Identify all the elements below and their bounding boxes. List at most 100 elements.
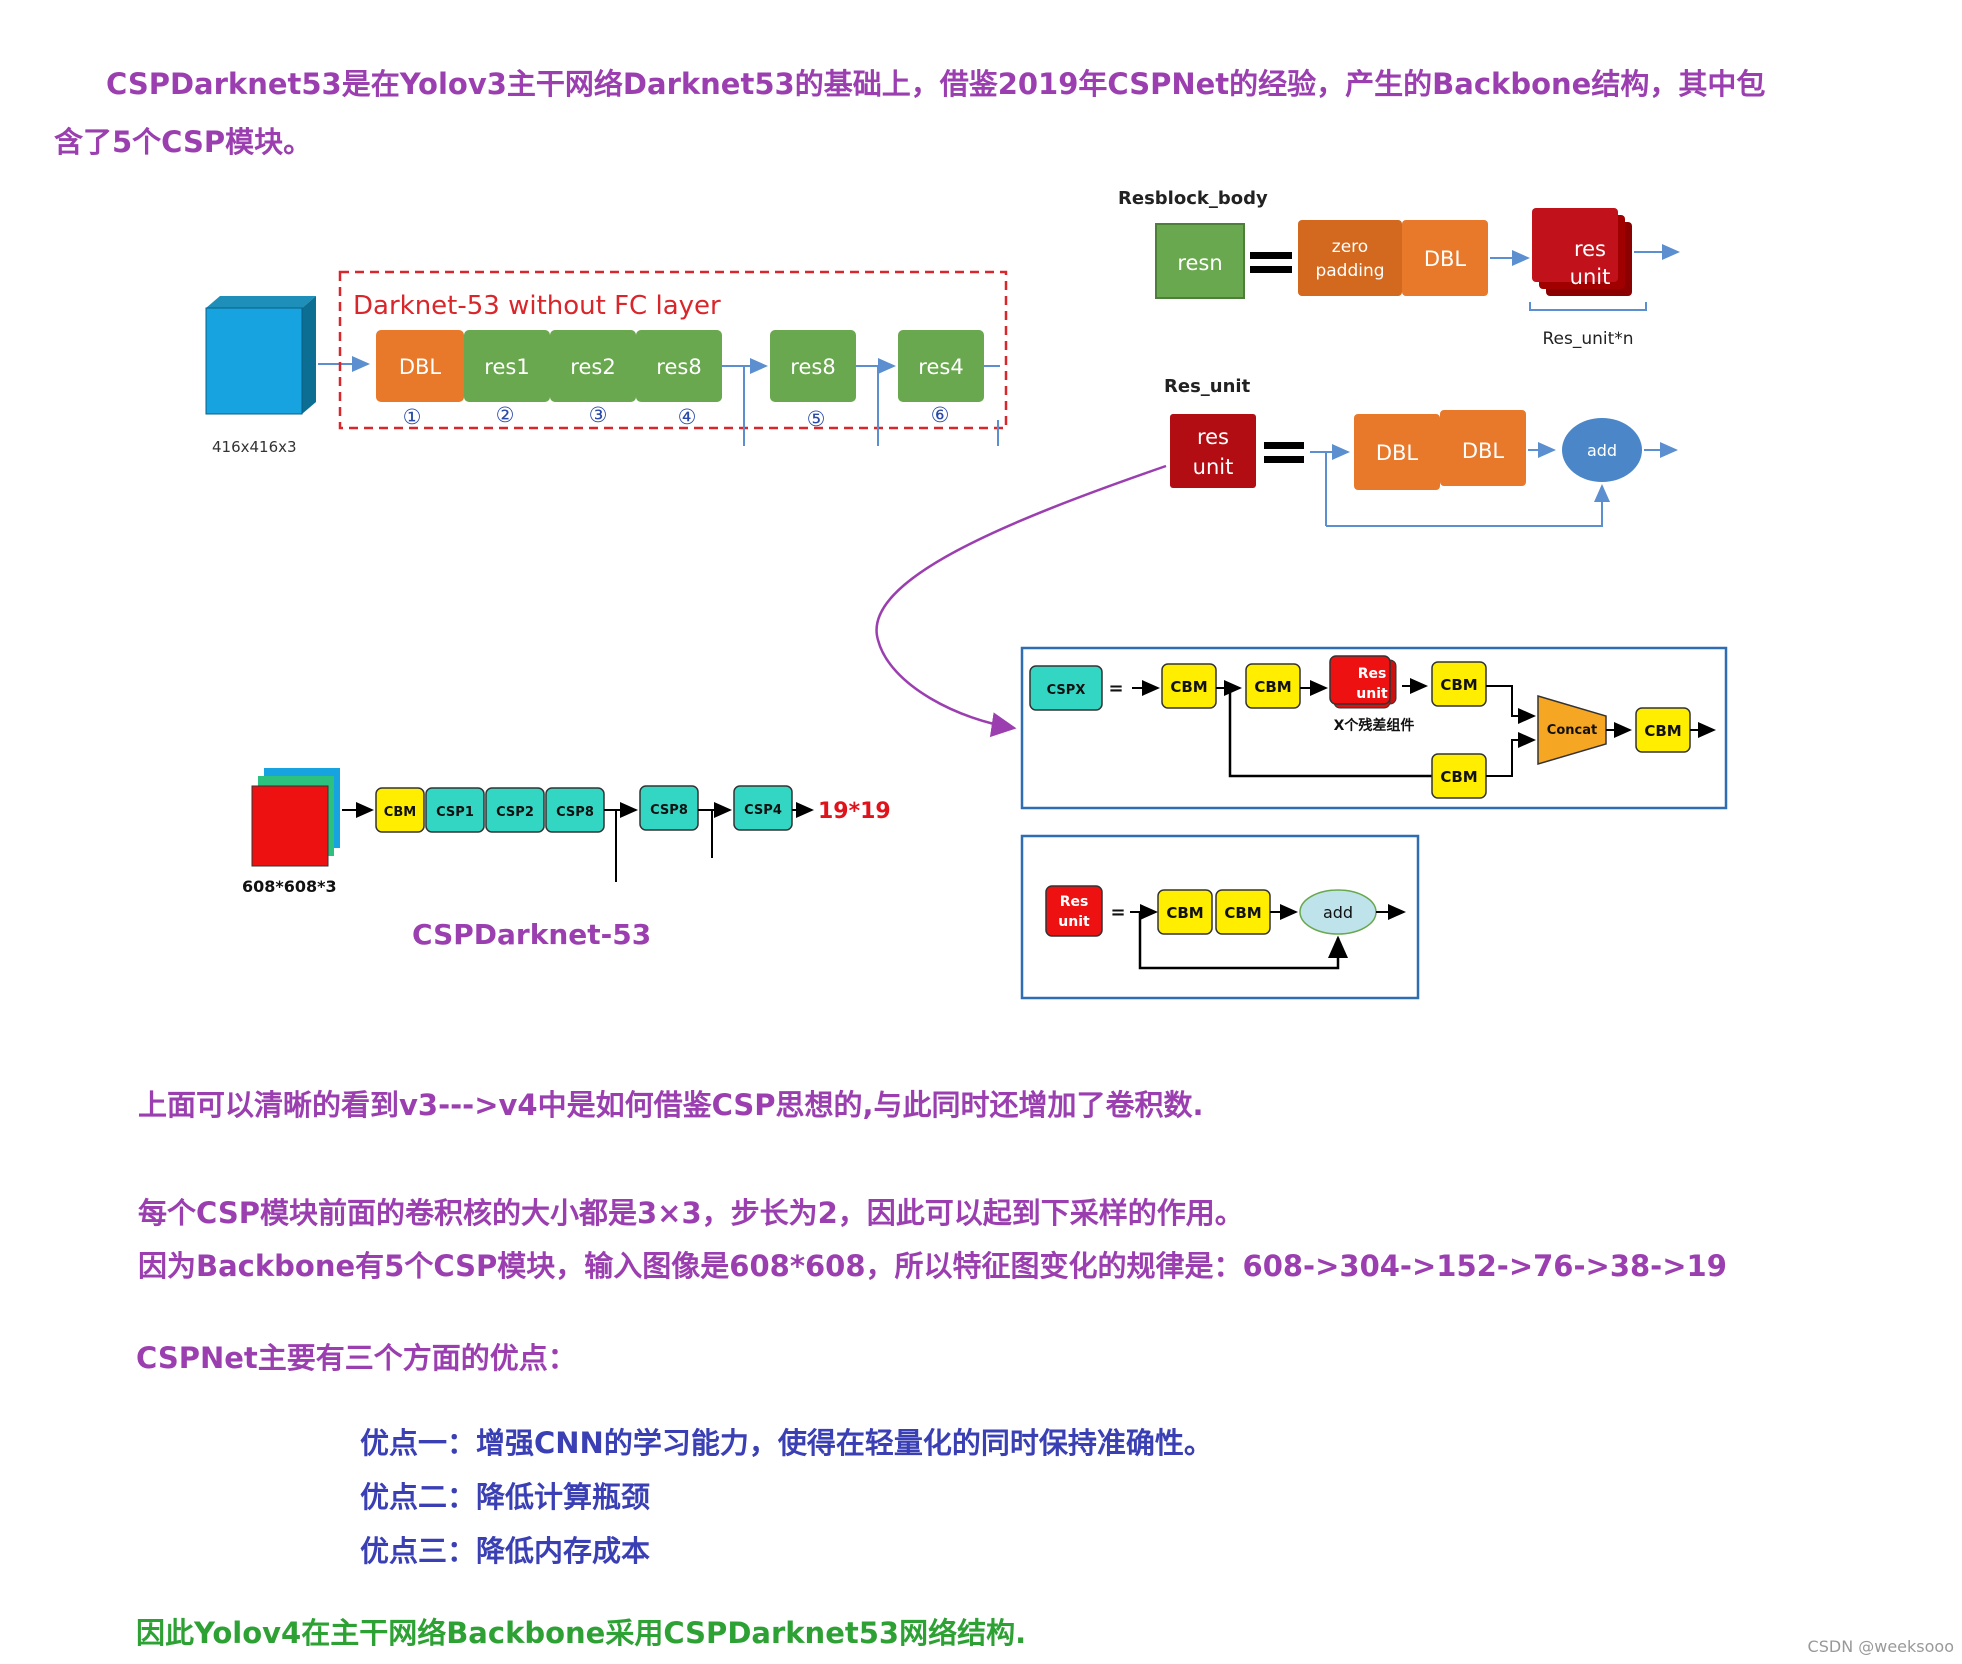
res-unit-cbm-add-label: add — [1323, 903, 1353, 922]
darknet-block-res8b — [770, 330, 856, 402]
darknet-label-res8a: res8 — [656, 355, 701, 379]
res-unit-dbl-1 — [1354, 414, 1440, 490]
zero-padding-label-1: zero — [1332, 237, 1368, 257]
res-unit-lhs — [1170, 414, 1256, 488]
res-unit-dbl-1-label: DBL — [1376, 441, 1419, 465]
darknet-block-res1 — [464, 330, 550, 402]
zero-padding-block — [1298, 220, 1402, 296]
input-cube-608 — [251, 785, 329, 867]
cspx-cbm-1 — [1161, 663, 1217, 709]
csp-label-csp1: CSP1 — [436, 805, 474, 820]
csp-block-csp4 — [733, 785, 793, 831]
cspx-cbm-1-label: CBM — [1170, 678, 1207, 696]
cspx-cbm-4-label: CBM — [1440, 768, 1477, 786]
cspx-concat — [1537, 694, 1607, 766]
csp-label-cbm: CBM — [384, 805, 416, 820]
darknet-block-res8a — [636, 330, 722, 402]
circled-2: ② — [496, 403, 515, 427]
intro-line-1: CSPDarknet53是在Yolov3主干网络Darknet53的基础上，借鉴… — [106, 67, 1766, 101]
cspx-lhs-label: CSPX — [1047, 683, 1086, 698]
circled-1: ① — [403, 405, 422, 429]
res-unit-dbl-2 — [1440, 410, 1526, 486]
darknet-label-dbl: DBL — [399, 355, 442, 379]
cspx-res-caption: X个残差组件 — [1334, 717, 1415, 734]
circled-3: ③ — [589, 403, 608, 427]
darknet-dashed-frame — [338, 270, 1008, 430]
circled-6: ⑥ — [931, 403, 950, 427]
csp-output-size: 19*19 — [818, 799, 891, 824]
csp-block-csp1 — [425, 787, 485, 833]
body-p2: 每个CSP模块前面的卷积核的大小都是3×3，步长为2，因此可以起到下采样的作用。 — [138, 1196, 1244, 1230]
csp-label-csp2: CSP2 — [496, 805, 534, 820]
cspx-cbm-3 — [1431, 661, 1487, 707]
cspx-cbm-3-label: CBM — [1440, 676, 1477, 694]
res-unit-lhs-label-2: unit — [1193, 455, 1234, 479]
intro-paragraph: CSPDarknet53是在Yolov3主干网络Darknet53的基础上，借鉴… — [54, 55, 1874, 171]
resblock-dbl-label: DBL — [1424, 247, 1467, 271]
res-unit-cbm-1-label: CBM — [1166, 904, 1203, 922]
link-arrow — [875, 464, 1167, 738]
csp-block-csp8b — [639, 785, 699, 831]
resn-label: resn — [1177, 251, 1222, 275]
res-unit-diagram: Res_unit res unit DBL DBL add — [1164, 376, 1678, 527]
cspx-res-unit-label-1: Res — [1358, 666, 1387, 682]
cspx-cbm-2 — [1245, 663, 1301, 709]
conclusion: 因此Yolov4在主干网络Backbone采用CSPDarknet53网络结构. — [136, 1616, 1027, 1650]
res-unit-stack-label-1: res — [1574, 237, 1606, 261]
circled-5: ⑤ — [807, 407, 826, 431]
res-unit-add-label: add — [1587, 441, 1617, 460]
res-unit-cbm-2-label: CBM — [1224, 904, 1261, 922]
zero-padding-label-2: padding — [1315, 261, 1384, 281]
csp-block-cbm — [375, 787, 425, 833]
res-unit-cbm-lhs — [1045, 885, 1103, 937]
darknet53-diagram: 416x416x3 Darknet-53 without FC layer DB… — [205, 270, 1008, 456]
cspx-diagram: CSPX = CBM CBM Res unit X个残差组件 CBM CBM C… — [1020, 646, 1728, 810]
cspdarknet-title: CSPDarknet-53 — [412, 918, 651, 951]
res-unit-cbm-lhs-1: Res — [1060, 894, 1089, 910]
cspdarknet53-diagram: 608*608*3 CBM CSP1 CSP2 CSP8 CSP8 CSP4 1… — [242, 768, 891, 951]
darknet-block-dbl — [376, 330, 464, 402]
res-unit-stack-label-2: unit — [1570, 265, 1611, 289]
darknet-label-res4: res4 — [918, 355, 963, 379]
diagram-canvas: 416x416x3 Darknet-53 without FC layer DB… — [205, 188, 1728, 1000]
cspx-eq: = — [1108, 678, 1123, 699]
input-label-416: 416x416x3 — [212, 438, 297, 456]
resblock-dbl-block — [1402, 220, 1488, 296]
res-unit-lhs-label-1: res — [1197, 425, 1229, 449]
cspx-cbm-2-label: CBM — [1254, 678, 1291, 696]
cspx-cbm-5-label: CBM — [1644, 722, 1681, 740]
darknet-block-res2 — [550, 330, 636, 402]
watermark: CSDN @weeksooo — [1807, 1637, 1954, 1656]
intro-line-2: 含了5个CSP模块。 — [54, 125, 313, 159]
resn-block — [1155, 223, 1245, 299]
cspx-lhs — [1029, 665, 1103, 711]
cspx-res-unit — [1329, 655, 1391, 705]
res-unit-cbm-1 — [1157, 889, 1213, 935]
advantage-1: 优点一：增强CNN的学习能力，使得在轻量化的同时保持准确性。 — [360, 1426, 1213, 1460]
input-label-608: 608*608*3 — [242, 877, 337, 896]
res-unit-stack — [1532, 208, 1618, 282]
darknet-label-res2: res2 — [570, 355, 615, 379]
res-unit-n-label: Res_unit*n — [1542, 329, 1633, 349]
advantage-2: 优点二：降低计算瓶颈 — [360, 1480, 651, 1514]
res-unit-title: Res_unit — [1164, 376, 1251, 397]
body-p1: 上面可以清晰的看到v3--->v4中是如何借鉴CSP思想的,与此同时还增加了卷积… — [138, 1088, 1204, 1122]
csp-block-csp2 — [485, 787, 545, 833]
cspx-concat-label: Concat — [1547, 723, 1597, 738]
darknet-label-res8b: res8 — [790, 355, 835, 379]
csp-label-csp8a: CSP8 — [556, 805, 594, 820]
res-unit-cbm-lhs-2: unit — [1058, 914, 1090, 930]
input-cube-416 — [205, 296, 316, 415]
darknet-block-res4 — [898, 330, 984, 402]
darknet-label-res1: res1 — [484, 355, 529, 379]
csp-label-csp8b: CSP8 — [650, 803, 688, 818]
res-unit-dbl-2-label: DBL — [1462, 439, 1505, 463]
res-unit-cbm-diagram: Res unit = CBM CBM add — [1020, 834, 1420, 1000]
body-p4: CSPNet主要有三个方面的优点： — [136, 1341, 577, 1375]
resblock-body-diagram: Resblock_body resn zero padding DBL res … — [1118, 188, 1680, 349]
circled-4: ④ — [678, 405, 697, 429]
cspx-res-unit-label-2: unit — [1356, 686, 1388, 702]
darknet-title: Darknet-53 without FC layer — [353, 291, 721, 321]
resblock-title: Resblock_body — [1118, 188, 1268, 209]
advantage-3: 优点三：降低内存成本 — [360, 1534, 651, 1568]
